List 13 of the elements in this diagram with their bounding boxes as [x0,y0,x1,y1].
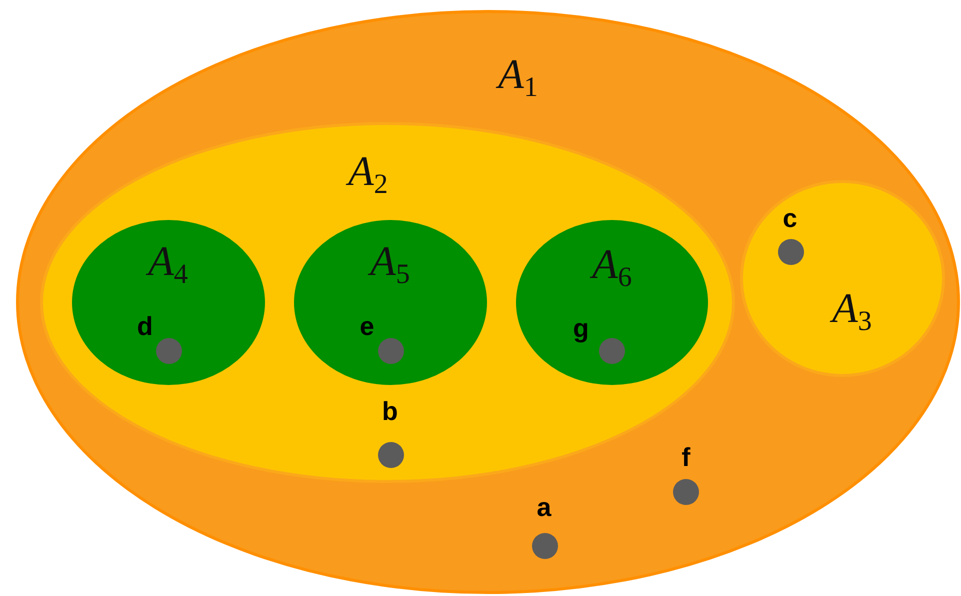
set-label: A$_{6}$ [592,244,632,292]
point-label: d [137,313,153,339]
point-label: e [360,313,374,339]
set-label: A$_{2}$ [348,151,388,199]
set-label: A$_{5}$ [370,241,410,289]
set-label: A$_{3}$ [832,288,872,336]
set-label: A$_{1}$ [498,54,538,102]
point-label: a [536,494,552,520]
set-label: A$_{4}$ [148,241,188,289]
point-label: c [782,205,798,231]
point-label: f [682,444,690,470]
point-label: b [382,398,398,424]
point-label: g [573,315,589,341]
